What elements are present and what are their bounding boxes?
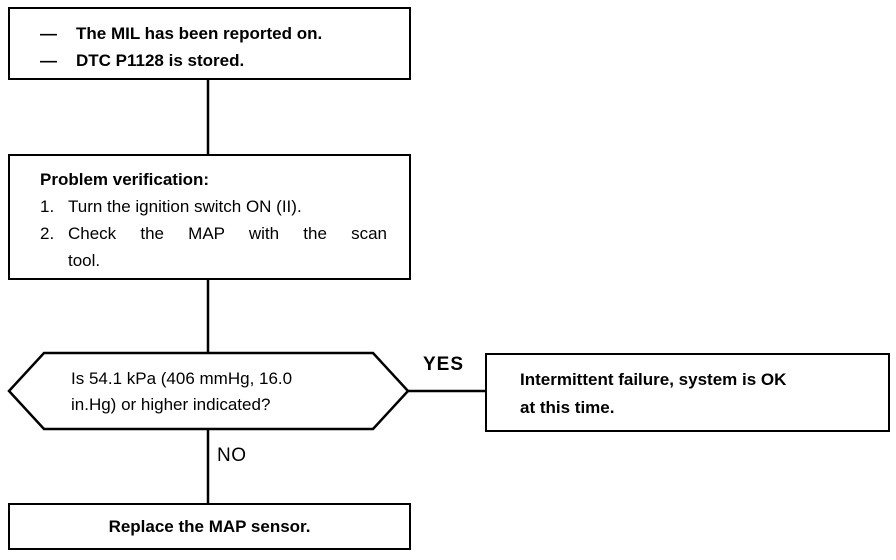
step-number: 2. [40,224,55,243]
step-text: Check the MAP with the scan tool. [68,220,387,274]
step-text-line: Check the MAP with the scan [68,224,387,243]
symptom-text: The MIL has been reported on. [76,24,323,43]
decision-question: Is 54.1 kPa (406 mmHg, 16.0 in.Hg) or hi… [71,366,391,418]
no-branch-label: NO [217,445,247,466]
step-number: 1. [40,197,55,216]
verification-step: 2. Check the MAP with the scan tool. [40,220,387,274]
verification-step: 1. Turn the ignition switch ON (II). [40,193,387,220]
replace-sensor-text: Replace the MAP sensor. [108,516,311,536]
dash-bullet: — [40,24,57,43]
intermittent-text-line: Intermittent failure, system is OK [520,370,787,389]
intermittent-text-line: at this time. [520,398,615,417]
replace-sensor-box: Replace the MAP sensor. [8,503,411,550]
decision-question-line: Is 54.1 kPa (406 mmHg, 16.0 [71,369,293,388]
dash-bullet: — [40,51,57,70]
symptom-line: — The MIL has been reported on. [40,20,399,47]
step-text: Turn the ignition switch ON (II). [68,197,302,216]
yes-branch-label: YES [423,354,465,375]
symptom-text: DTC P1128 is stored. [76,51,245,70]
step-text-line: tool. [68,251,101,270]
intermittent-result-box: Intermittent failure, system is OK at th… [485,353,890,432]
verification-title: Problem verification: [40,170,210,189]
decision-hexagon [7,351,410,431]
symptom-box: — The MIL has been reported on. — DTC P1… [8,7,411,80]
verification-box: Problem verification: 1. Turn the igniti… [8,154,411,280]
decision-question-line: in.Hg) or higher indicated? [71,395,271,414]
symptom-line: — DTC P1128 is stored. [40,47,399,74]
